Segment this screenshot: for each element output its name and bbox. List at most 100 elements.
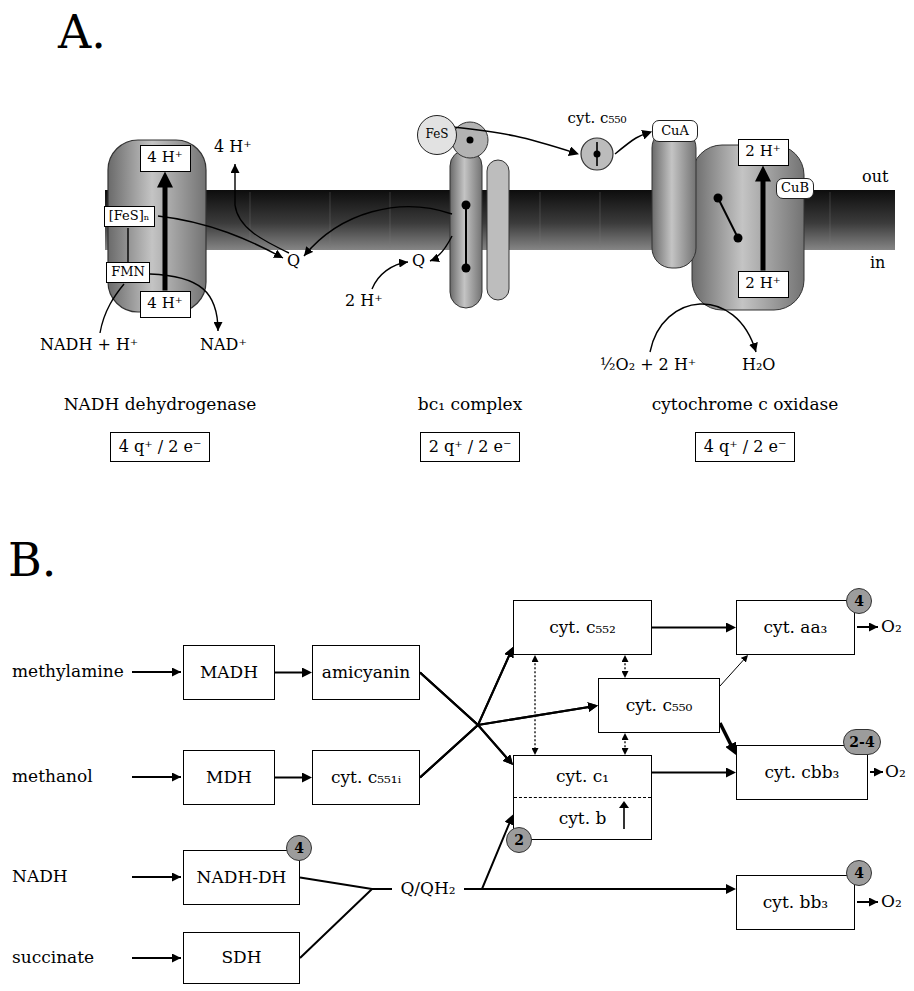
node-text: 4 [294, 840, 304, 856]
side-label: in [870, 254, 885, 272]
enzyme-box: NADH-DH [183, 850, 300, 905]
electron-path [127, 228, 128, 262]
heme-link [465, 205, 467, 268]
carrier-box: cyt. c₅₅₂ [513, 600, 652, 655]
proton-release-path [235, 164, 289, 253]
heme [734, 234, 743, 243]
heme [462, 201, 471, 210]
oxygen-arrow [857, 626, 878, 628]
substrate-path [100, 284, 124, 333]
substrate-label: ½O₂ + 2 H⁺ [600, 356, 696, 374]
node-text: FeS [426, 128, 449, 142]
oxidase-box: cyt. cbb₃ [736, 745, 868, 800]
complex-name: NADH dehydrogenase [64, 395, 257, 415]
node-text: [FeS]ₙ [109, 209, 150, 224]
proton-uptake-path [372, 262, 408, 289]
heme [467, 137, 474, 144]
enzyme-box: MADH [183, 645, 275, 700]
oxygen-arrow [857, 901, 878, 903]
node-text: 4 q⁺ / 2 e⁻ [119, 438, 202, 456]
iron-sulfur-center: FeS [417, 115, 457, 155]
electron-flow-arrow [420, 652, 511, 777]
major-flow-arrow [720, 723, 733, 749]
exchange-arrow [624, 659, 625, 674]
charge-ratio-box: 2 q⁺ / 2 e⁻ [420, 432, 520, 462]
arrow-head [619, 801, 629, 808]
electron-flow-arrow [652, 627, 730, 629]
oxygen-label: O₂ [881, 892, 902, 912]
oxygen-label: O₂ [885, 762, 906, 782]
oxidase-box: cyt. aa₃ [736, 600, 855, 655]
stoichiometry-badge: 4 [846, 860, 872, 886]
electron-flow-arrow [464, 820, 511, 889]
text-cell: cyt. b [514, 798, 651, 839]
bc1-subunit [487, 160, 509, 300]
copper-center: CuA [652, 120, 698, 142]
proton-label: 2 H⁺ [345, 292, 383, 310]
substrate-arrows [132, 627, 883, 958]
node-text: SDH [221, 948, 261, 968]
side-label: out [862, 168, 888, 186]
stoichiometry-badge: 2 [506, 827, 532, 853]
node-text: cyt. c₅₅₂ [549, 618, 616, 638]
node-text: cyt. c₅₅₀ [626, 696, 693, 716]
charge-ratio-box: 4 q⁺ / 2 e⁻ [695, 432, 795, 462]
substrate-arrow [132, 876, 181, 878]
substrate-arrow [132, 671, 181, 673]
cofactor-box: [FeS]ₙ [104, 206, 155, 227]
node-text: 4 [854, 593, 864, 609]
oxygen-label: O₂ [881, 617, 902, 637]
substrate-label: methanol [12, 767, 93, 787]
electron-flow-arrow [275, 777, 306, 779]
electron-flow-arrow [464, 888, 730, 890]
enzyme-box: SDH [183, 932, 300, 984]
stoichiometry-badge: 4 [846, 588, 872, 614]
product-label: H₂O [742, 356, 775, 374]
node-text: 2 [514, 832, 524, 848]
electron-flow-arrow [275, 672, 306, 674]
panel-letter: B. [8, 534, 56, 587]
merge-line [300, 889, 392, 958]
quinone-label: Q [412, 252, 425, 270]
node-text: 2 H⁺ [745, 143, 780, 160]
enzyme-box: MDH [183, 750, 275, 805]
stoichiometry-badge: 2-4 [843, 729, 881, 755]
node-text: cyt. b [559, 809, 607, 829]
heme [462, 264, 471, 273]
node-text: cyt. cbb₃ [765, 763, 840, 783]
carrier-box: cyt. c₅₅₁ᵢ [312, 750, 420, 805]
oxidase-box: cyt. bb₃ [736, 875, 855, 930]
node-text: cyt. c₅₅₁ᵢ [331, 768, 401, 788]
merge-line [300, 878, 392, 890]
pathway-arrows [100, 164, 756, 352]
panel-letter: A. [58, 6, 106, 59]
carrier-box: cyt. c₅₅₀ [598, 678, 720, 733]
electron-flow-arrow [420, 725, 509, 778]
quinone-path [304, 207, 452, 256]
charge-ratio-box: 4 q⁺ / 2 e⁻ [110, 432, 210, 462]
node-text: 4 q⁺ / 2 e⁻ [704, 438, 787, 456]
node-text: 4 H⁺ [147, 295, 182, 312]
proton-box: 2 H⁺ [738, 271, 789, 298]
oxidase-complex [692, 145, 804, 310]
node-text: cyt. aa₃ [764, 618, 828, 638]
complex-name: cytochrome c oxidase [652, 395, 839, 415]
node-text: cyt. bb₃ [763, 893, 828, 913]
node-text: amicyanin [322, 663, 410, 683]
carrier-box: amicyanin [312, 645, 420, 700]
node-text: 4 H⁺ [147, 149, 182, 166]
substrate-arrow [132, 776, 181, 778]
node-text: 4 [854, 865, 864, 881]
node-text: MDH [206, 768, 252, 788]
electron-flow-arrow [652, 772, 730, 774]
proton-box: 4 H⁺ [140, 145, 191, 172]
node-text: CuB [781, 181, 809, 196]
product-label: NAD⁺ [200, 336, 247, 354]
proton-translocation-arrow [761, 175, 766, 270]
dashed-divider [514, 797, 651, 798]
heme [714, 194, 723, 203]
substrate-arrow [132, 957, 181, 959]
substrate-label: methylamine [12, 662, 124, 682]
